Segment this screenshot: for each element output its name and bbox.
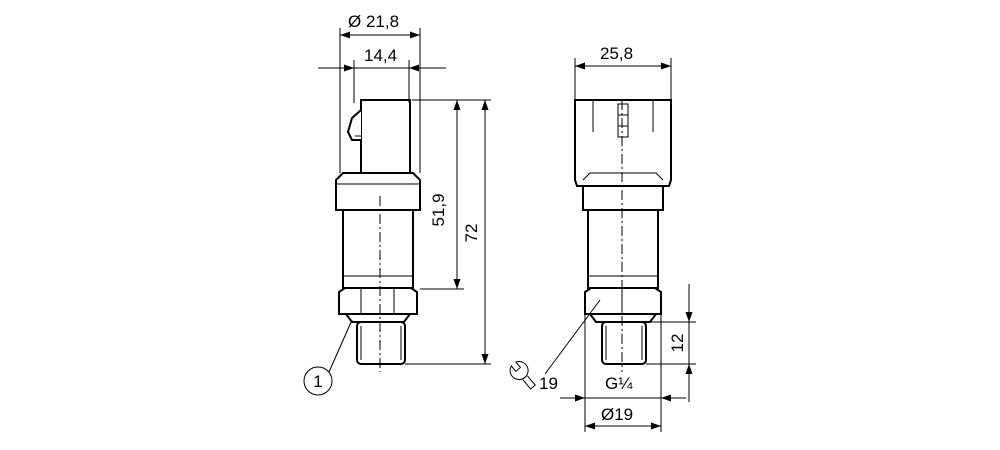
thread-label: G¼ (605, 374, 633, 393)
dim-body-width: 25,8 (574, 44, 672, 100)
height-to-flat-label: 51,9 (429, 193, 448, 226)
body-width-label: 25,8 (600, 44, 633, 63)
hex-edges (360, 288, 395, 314)
indicator-marks (618, 114, 628, 127)
sensor-body (342, 209, 414, 289)
overall-height-label: 72 (462, 224, 481, 243)
connector-latch (346, 109, 362, 141)
housing-collar (335, 172, 421, 211)
callout-number: 1 (313, 372, 322, 391)
dim-overall-height: 72 (405, 99, 491, 365)
collar-top (582, 172, 664, 181)
wrench-icon (509, 361, 536, 390)
connector-plug (360, 99, 411, 184)
front-thread (601, 321, 647, 365)
front-hex (584, 287, 662, 315)
dim-height-to-flat: 51,9 (412, 99, 464, 290)
front-thread-lines (605, 326, 643, 360)
callout-seal: 1 (303, 319, 353, 396)
thread-stub (356, 321, 406, 365)
outer-diameter-label: Ø 21,8 (348, 12, 399, 31)
connector-width-label: 14,4 (364, 46, 397, 65)
head-grooves (592, 100, 654, 132)
wrench-size-label: 19 (539, 374, 558, 393)
seal-ring (344, 313, 412, 323)
dim-flange-diameter: Ø19 (560, 314, 686, 432)
side-view: Ø 21,8 14,4 51,9 72 1 (303, 12, 491, 396)
flange-diameter-label: Ø19 (601, 405, 633, 424)
thread-length-label: 12 (668, 334, 687, 353)
wrench-callout: 19 (509, 299, 601, 393)
dim-connector-width: 14,4 (318, 46, 446, 103)
thread-lines (360, 326, 402, 360)
hex-nut (338, 287, 418, 315)
indicator-window (617, 103, 629, 138)
front-view: 25,8 12 G¼ Ø19 19 (509, 44, 696, 432)
front-seal (588, 313, 658, 323)
front-collar (582, 185, 664, 211)
dim-thread-length: 12 (646, 284, 696, 402)
